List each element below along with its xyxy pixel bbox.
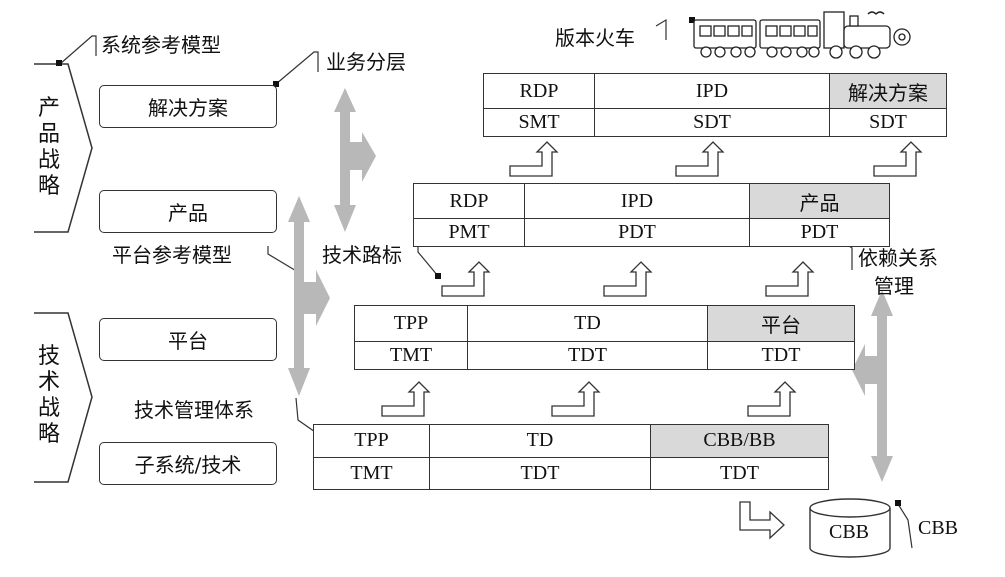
turn-arrow <box>551 381 600 417</box>
table-cell: SDT <box>594 108 830 137</box>
platform-table: TPP TD 平台 TMT TDT TDT <box>354 305 855 371</box>
tech-strategy-bracket <box>34 312 93 483</box>
table-cell: TDT <box>707 340 855 371</box>
table-cell: TPP <box>313 424 430 458</box>
tech-roadmap-label: 技术路标 <box>322 243 402 267</box>
table-cell: TDT <box>429 456 651 490</box>
layer-box-product: 产品 <box>99 190 277 233</box>
cbb-leader <box>897 503 913 549</box>
table-cell-highlight: 平台 <box>707 305 855 342</box>
dependency-mgmt-label-line1: 依赖关系 <box>858 246 938 270</box>
layer-box-subsystem: 子系统/技术 <box>99 442 277 485</box>
turn-arrow <box>873 141 922 177</box>
biz-layer-leader <box>275 51 319 85</box>
sys-ref-leader <box>59 35 97 65</box>
turn-arrow <box>675 141 724 177</box>
table-cell: PDT <box>749 218 890 247</box>
turn-arrow <box>441 261 490 297</box>
tech-roadmap-leader <box>417 244 439 277</box>
dependency-arrow <box>852 290 893 482</box>
tech-strategy-label: 技术战略 <box>37 344 60 447</box>
product-table: RDP IPD 产品 PMT PDT PDT <box>413 183 890 247</box>
table-cell: TMT <box>354 340 468 371</box>
table-cell-highlight: 产品 <box>749 183 890 219</box>
table-cell: SDT <box>829 108 947 137</box>
cbb-arrow <box>739 501 785 540</box>
turn-arrow <box>765 261 814 297</box>
turn-arrow <box>603 261 652 297</box>
layer-box-platform: 平台 <box>99 318 277 361</box>
cbb-cylinder-shape <box>809 498 891 558</box>
cbb-label: CBB <box>918 517 959 539</box>
platform-ref-model-label: 平台参考模型 <box>112 243 232 267</box>
turn-arrow <box>381 381 430 417</box>
table-cell: RDP <box>483 73 595 109</box>
dependency-mgmt-label-line2: 管理 <box>874 274 914 298</box>
cbb-cylinder-text: CBB <box>829 521 870 543</box>
biz-layer-arrow <box>334 88 376 232</box>
version-train-leader <box>655 18 667 40</box>
table-cell: TPP <box>354 305 468 342</box>
platform-ref-arrow <box>288 196 330 396</box>
platform-ref-leader <box>267 246 299 273</box>
biz-layer-label: 业务分层 <box>326 50 406 74</box>
tech-mgmt-leader <box>295 397 319 435</box>
layer-box-solution: 解决方案 <box>99 85 277 128</box>
version-train-label: 版本火车 <box>555 26 635 50</box>
table-cell: TDT <box>467 340 708 371</box>
table-cell-highlight: 解决方案 <box>829 73 947 109</box>
turn-arrow <box>747 381 796 417</box>
turn-arrow <box>509 141 558 177</box>
table-cell: TD <box>467 305 708 342</box>
product-strategy-label: 产品战略 <box>37 96 60 199</box>
table-cell: TD <box>429 424 651 458</box>
sys-ref-model-label: 系统参考模型 <box>101 33 221 57</box>
table-cell: TMT <box>313 456 430 490</box>
tech-mgmt-system-label: 技术管理体系 <box>134 398 254 422</box>
table-cell-highlight: CBB/BB <box>650 424 829 458</box>
table-cell: RDP <box>413 183 525 219</box>
table-cell: PDT <box>524 218 750 247</box>
table-cell: TDT <box>650 456 829 490</box>
table-cell: SMT <box>483 108 595 137</box>
subsystem-table: TPP TD CBB/BB TMT TDT TDT <box>313 424 829 490</box>
table-cell: IPD <box>594 73 830 109</box>
table-cell: IPD <box>524 183 750 219</box>
table-cell: PMT <box>413 218 525 247</box>
train-icon <box>693 11 911 59</box>
solution-table: RDP IPD 解决方案 SMT SDT SDT <box>483 73 947 137</box>
